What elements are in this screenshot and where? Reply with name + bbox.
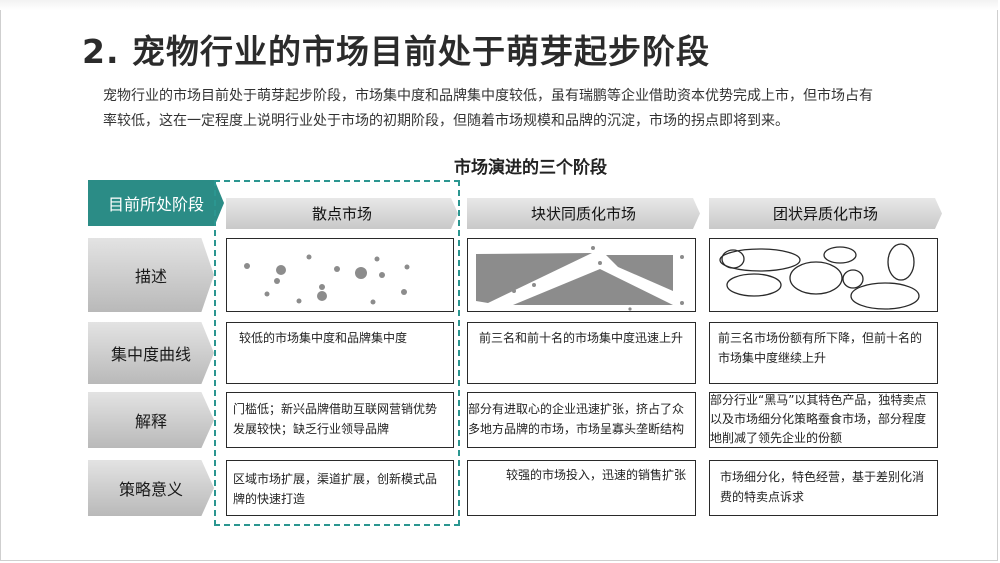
concentration-cell-scattered: 较低的市场集中度和品牌集中度 [226, 322, 454, 384]
describe-cell-cluster [709, 238, 938, 312]
label-explain: 解释 [88, 392, 214, 448]
scatter-dots-illustration [244, 254, 410, 305]
strategy-cell-block: 较强的市场投入，迅速的销售扩张 [467, 460, 696, 516]
explain-text-scattered: 门槛低；新兴品牌借助互联网营销优势发展较快；缺乏行业领导品牌 [233, 402, 438, 436]
strategy-cell-scattered: 区域市场扩展，渠道扩展，创新模式品牌的快速打造 [226, 460, 454, 516]
intro-line-2: 率较低，这在一定程度上说明行业处于市场的初期阶段，但随着市场规模和品牌的沉淀，市… [103, 113, 789, 129]
strategy-text-scattered: 区域市场扩展，渠道扩展，创新模式品牌的快速打造 [233, 472, 438, 506]
describe-cell-scattered [226, 238, 454, 312]
top-accent-bar [0, 0, 998, 10]
diagram-title: 市场演进的三个阶段 [454, 158, 607, 178]
current-stage-highlight [214, 180, 460, 526]
block-shapes-illustration [476, 246, 684, 311]
concentration-text-block: 前三名和前十名的市场集中度迅速上升 [479, 331, 684, 345]
concentration-cell-block: 前三名和前十名的市场集中度迅速上升 [467, 322, 696, 384]
label-strategy: 策略意义 [88, 460, 214, 516]
label-current-stage: 目前所处阶段 [88, 180, 224, 226]
stage-header-scattered: 散点市场 [226, 198, 458, 229]
strategy-cell-cluster: 市场细分化，特色经营，基于差别化消费的特卖点诉求 [709, 460, 938, 516]
explain-text-block: 部分有进取心的企业迅速扩张，挤占了众多地方品牌的市场，市场呈寡头垄断结构 [468, 402, 685, 436]
intro-line-1: 宠物行业的市场目前处于萌芽起步阶段，市场集中度和品牌集中度较低，虽有瑞鹏等企业借… [103, 88, 873, 104]
stage-header-block: 块状同质化市场 [467, 198, 700, 229]
concentration-text-scattered: 较低的市场集中度和品牌集中度 [239, 331, 408, 345]
describe-cell-block [467, 238, 696, 312]
strategy-text-cluster: 市场细分化，特色经营，基于差别化消费的特卖点诉求 [720, 470, 925, 504]
explain-cell-cluster: 部分行业“黑马”以其特色产品，独特卖点以及市场细分化策略蚕食市场，部分程度地削减… [709, 392, 938, 448]
slide-title: 2. 宠物行业的市场目前处于萌芽起步阶段 [82, 32, 710, 71]
label-describe: 描述 [88, 238, 214, 312]
intro-paragraph: 宠物行业的市场目前处于萌芽起步阶段，市场集中度和品牌集中度较低，虽有瑞鹏等企业借… [103, 84, 903, 134]
stage-header-cluster: 团状异质化市场 [709, 198, 942, 229]
concentration-text-cluster: 前三名市场份额有所下降，但前十名的市场集中度继续上升 [718, 331, 923, 365]
explain-cell-scattered: 门槛低；新兴品牌借助互联网营销优势发展较快；缺乏行业领导品牌 [226, 392, 454, 448]
explain-cell-block: 部分有进取心的企业迅速扩张，挤占了众多地方品牌的市场，市场呈寡头垄断结构 [467, 392, 696, 448]
label-concentration: 集中度曲线 [88, 322, 214, 384]
strategy-text-block: 较强的市场投入，迅速的销售扩张 [506, 468, 687, 482]
concentration-cell-cluster: 前三名市场份额有所下降，但前十名的市场集中度继续上升 [709, 322, 938, 384]
explain-text-cluster: 部分行业“黑马”以其特色产品，独特卖点以及市场细分化策略蚕食市场，部分程度地削减… [710, 393, 927, 445]
cluster-ellipses-illustration [719, 243, 920, 310]
